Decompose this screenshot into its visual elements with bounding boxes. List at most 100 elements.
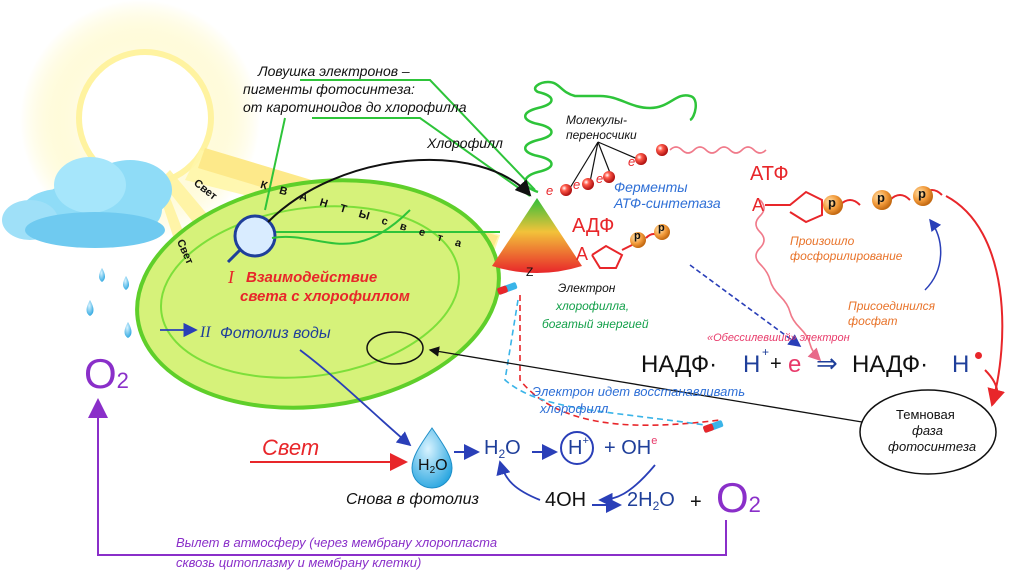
adp-phosphate-group <box>630 224 670 248</box>
restore-line2: хлорофилл <box>540 401 609 416</box>
dark-phase-oval <box>859 389 997 475</box>
two-h2o-label: 2Н2О <box>627 490 675 513</box>
phosphate-label-5: р <box>658 222 665 234</box>
restore-line1: Электрон идет восстанавливать <box>532 384 746 399</box>
atp-label: АТФ <box>750 163 789 185</box>
trap-title: Ловушка электронов – <box>258 63 410 79</box>
adp-label: АДФ <box>572 215 615 237</box>
oxygen-right: О2 <box>716 474 761 521</box>
dark-phase-line1: Темновая <box>896 407 955 422</box>
electron-marker <box>497 282 724 433</box>
two-h-sub: 2 <box>652 499 660 513</box>
dark-phase-site-oval <box>366 331 424 365</box>
trap-line3: от каротиноидов до хлорофилла <box>243 99 467 115</box>
chlorophyll-label: Хлорофилл <box>427 135 503 151</box>
two-o: О <box>659 489 675 511</box>
nadp-h2: Н <box>952 351 970 378</box>
dark-phase-line3: фотосинтеза <box>888 439 977 454</box>
stage1-line1: Взаимодействие <box>246 269 378 286</box>
water-o: О <box>505 437 521 459</box>
electron-e-3: е <box>596 171 604 186</box>
z-label: Z <box>526 265 534 279</box>
oh-sup: е <box>651 435 658 447</box>
chlorophyll-coil <box>524 80 697 194</box>
phosphate-label-4: р <box>634 230 641 242</box>
arrow-photolysis <box>299 349 412 447</box>
nadp-left: НАДФ· <box>641 351 718 378</box>
nadp-right: НАДФ· <box>852 351 929 378</box>
plus-label: + <box>690 491 702 513</box>
stage1-line2: света с хлорофиллом <box>240 288 410 305</box>
phosphate-label-3: р <box>918 186 926 201</box>
cloud-icon <box>2 157 172 248</box>
nadp-electron-dot <box>975 352 982 359</box>
atp-a-label: А <box>752 195 765 215</box>
drop-h: Н <box>418 457 430 474</box>
atmosphere-line2: сквозь цитоплазму и мембрану клетки) <box>176 555 422 570</box>
raindrop-icons <box>86 268 132 338</box>
plus-oh: + ОН <box>604 437 652 459</box>
enzymes-line2: АТФ-синтетаза <box>614 195 721 211</box>
h-ion: Н <box>568 437 583 459</box>
stage1-number: I <box>228 267 234 287</box>
stage2-number: II <box>200 324 211 341</box>
electron-descent-path <box>755 199 822 362</box>
hydroxide-label: + ОНе <box>604 435 658 459</box>
nadp-h: Н <box>743 351 761 378</box>
dark-phase-line2: фаза <box>912 423 943 438</box>
phosphorylation-line2: фосфорилирование <box>790 249 903 263</box>
h-ion-sup: + <box>582 435 589 447</box>
atmosphere-line1: Вылет в атмосферу (через мембрану хлороп… <box>176 535 498 550</box>
electron-rich-line1: Электрон <box>558 281 616 295</box>
arrow-to-chlorophyll <box>267 158 532 223</box>
phosphate-join-arrow <box>924 218 942 291</box>
drop-o: О <box>435 457 448 474</box>
nadp-plus: + <box>770 353 782 375</box>
light-label: Свет <box>262 435 320 460</box>
atp-phosphate-group <box>823 186 933 215</box>
h-ion-label: Н+ <box>568 435 589 459</box>
water-h2o-label: Н2О <box>484 438 521 461</box>
oxygen-right-o: О <box>716 474 749 521</box>
electron-carrier-molecules <box>560 144 668 196</box>
water-drop-icon <box>411 427 453 489</box>
electron-e-1: е <box>546 183 554 198</box>
adp-molecule <box>591 233 661 269</box>
oxygen-right-sub: 2 <box>748 492 761 517</box>
chlorophyll-cone <box>492 198 582 273</box>
phosphorylation-line1: Произошло <box>790 234 855 248</box>
atmosphere-path <box>88 398 727 556</box>
two-h: 2Н <box>627 489 653 511</box>
phosphate-joined-line1: Присоединился <box>848 299 936 313</box>
phosphate-joined-line2: фосфат <box>848 314 898 328</box>
electron-e-2: е <box>573 177 581 192</box>
drop-h2o-label: Н2О <box>418 457 448 477</box>
phosphate-label-1: р <box>828 195 836 210</box>
carriers-line1: Молекулы- <box>566 113 627 127</box>
adp-a-label: А <box>576 244 589 264</box>
nadp-arrow: ⇒ <box>816 348 838 378</box>
chloroplast-shape <box>135 178 501 410</box>
oxygen-big-sub: 2 <box>116 368 129 393</box>
nadp-h-plus: + <box>762 345 770 359</box>
arrow-to-nadp <box>689 264 802 347</box>
nadp-electron: е <box>788 351 802 378</box>
water-h-sub: 2 <box>498 447 506 461</box>
enzymes-line1: Ферменты <box>614 179 688 195</box>
phosphate-label-2: р <box>877 190 885 205</box>
carriers-line2: переносчики <box>566 128 637 142</box>
oxygen-big-o: О <box>84 350 117 397</box>
trap-line2: пигменты фотосинтеза: <box>243 81 415 97</box>
exhausted-electron-label: «Обессилевший» электрон <box>707 332 850 344</box>
water-h: Н <box>484 437 499 459</box>
four-oh-label: 4ОН <box>545 489 587 511</box>
magnifier-circle <box>233 214 277 258</box>
arrow-to-dark-phase <box>945 195 1005 407</box>
oxygen-big: О2 <box>84 350 129 397</box>
electron-wave-path <box>669 146 767 154</box>
stage2-label: Фотолиз воды <box>220 325 331 342</box>
again-photolysis-label: Снова в фотолиз <box>346 491 479 508</box>
electron-rich-line2: хлорофилла, <box>556 299 630 313</box>
